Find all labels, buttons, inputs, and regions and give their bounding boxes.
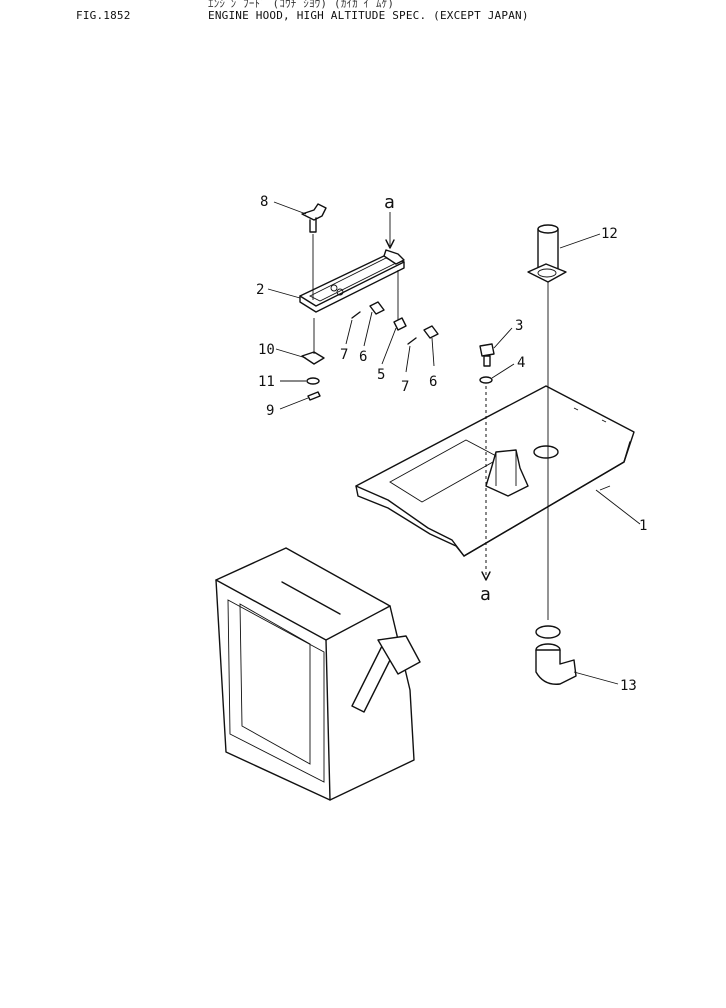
washer-part-11 (306, 377, 320, 385)
washer-part-4 (479, 376, 493, 384)
reference-mark-a-bottom: a (480, 584, 491, 605)
callout-11: 11 (258, 374, 275, 390)
pin-part-9 (307, 391, 321, 401)
elbow-part-13 (535, 625, 577, 685)
figure-number: FIG.1852 (76, 9, 131, 22)
engine-hood-part-1 (355, 385, 635, 557)
cover-plate-part-2 (299, 249, 405, 313)
callout-7-left: 7 (340, 347, 348, 363)
callout-3: 3 (515, 318, 523, 334)
callout-10: 10 (258, 342, 275, 358)
leader-lines (267, 201, 641, 685)
callout-1: 1 (639, 518, 647, 534)
callout-6-left: 6 (359, 349, 367, 365)
japanese-title: ｴﾝｼﾞﾝ ﾌｰﾄﾞ (ｺｳﾁ ｼﾖｳ) (ｶｲｶﾞｲ ﾑｹ) (208, 0, 395, 10)
callout-7-right: 7 (401, 379, 409, 395)
callout-12: 12 (601, 226, 618, 242)
wing-bolt-part-8 (301, 203, 327, 300)
callout-8: 8 (260, 194, 268, 210)
pipe-part-12 (527, 224, 567, 283)
callout-6-right: 6 (429, 374, 437, 390)
bolt-part-3 (479, 343, 495, 367)
assembly-axes (385, 212, 549, 620)
clip-part-10 (301, 318, 325, 365)
callout-2: 2 (256, 282, 264, 298)
callout-13: 13 (620, 678, 637, 694)
figure-title: ENGINE HOOD, HIGH ALTITUDE SPEC. (EXCEPT… (208, 9, 529, 22)
radiator-guard-frame (215, 547, 421, 801)
callout-9: 9 (266, 403, 274, 419)
reference-mark-a-top: a (384, 192, 395, 213)
callout-5: 5 (377, 367, 385, 383)
callout-4: 4 (517, 355, 525, 371)
small-hardware-parts (351, 270, 439, 345)
